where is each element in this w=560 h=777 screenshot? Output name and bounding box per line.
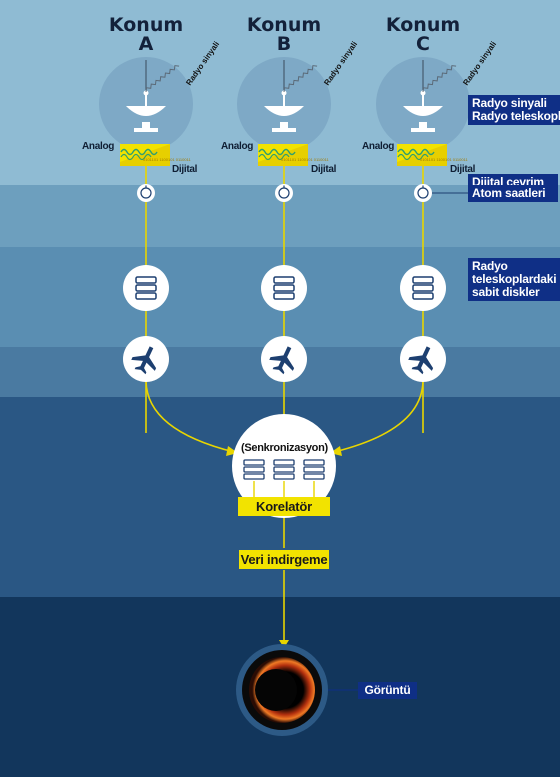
site-b-bits: 0101101 1100101 0110011 [281, 157, 330, 162]
site-b-dish [237, 57, 331, 151]
site-c-analog-label: Analog [362, 141, 395, 152]
arrow-image [279, 640, 289, 648]
converters: 0101101 1100101 0110011 0101101 1100101 … [119, 143, 469, 167]
line-c-curve [333, 379, 424, 453]
site-c-digital-label: Dijital [450, 164, 476, 175]
site-a-digital-label: Dijital [172, 164, 198, 175]
site-b-digital-label: Dijital [311, 164, 337, 175]
site-c-dish [376, 57, 470, 151]
line-a-curve [145, 379, 235, 453]
dishes: Radyo sinyali Radyo sinyali Radyo sinyal… [99, 40, 498, 151]
image-label: Görüntü [358, 682, 417, 699]
correlator-circle [232, 414, 336, 518]
legend-atomic: Atom saatleri [468, 185, 558, 202]
site-a-bits: 0101101 1100101 0110011 [143, 157, 192, 162]
site-b-analog-label: Analog [221, 141, 254, 152]
site-a-analog-label: Analog [82, 141, 115, 152]
correlator-disks-icon [243, 459, 325, 480]
data-reduction-label: Veri indirgeme [239, 550, 329, 569]
site-a-dish [99, 57, 193, 151]
correlator-label: Korelatör [238, 497, 330, 516]
node-icons [122, 183, 468, 382]
sync-label: (Senkronizasyon) [241, 442, 328, 454]
black-hole-image-icon [249, 657, 315, 723]
site-c-bits: 0101101 1100101 0110011 [420, 157, 469, 162]
